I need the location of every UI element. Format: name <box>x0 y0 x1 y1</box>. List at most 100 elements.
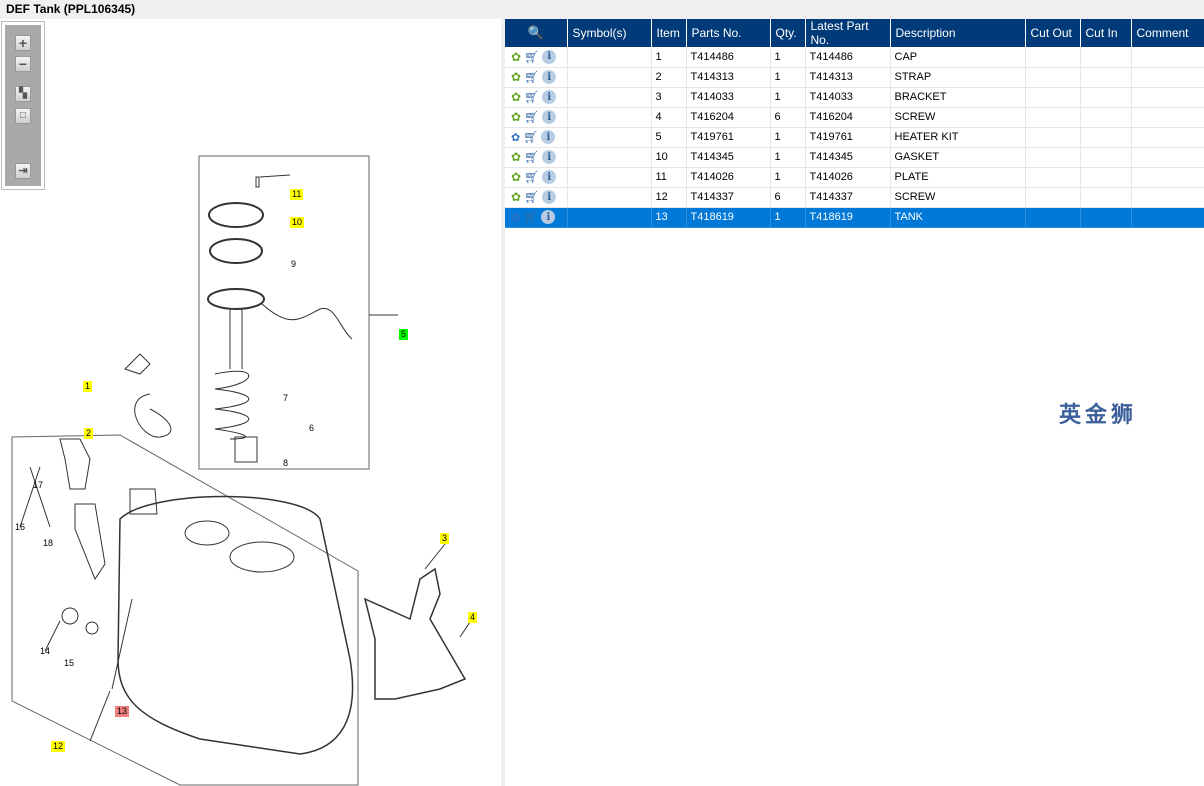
table-row[interactable]: ✿ 🛒︎ i 4 T416204 6 T416204 SCREW <box>505 107 1204 128</box>
latest-part-no-header[interactable]: Latest Part No. <box>805 19 891 47</box>
callout-label[interactable]: 1 <box>83 381 93 392</box>
cart-icon[interactable]: 🛒︎ <box>524 110 540 124</box>
gear-icon[interactable]: ✿ <box>511 190 522 204</box>
callout-label[interactable]: 17 <box>33 480 44 490</box>
table-row[interactable]: ✿ 🛒︎ i 1 T414486 1 T414486 CAP <box>505 47 1204 68</box>
cart-icon[interactable]: 🛒︎ <box>524 170 540 184</box>
part-number-cell: T418619 <box>686 207 771 228</box>
description-cell: SCREW <box>890 187 1026 208</box>
toggle-panel-icon[interactable]: ⇥ <box>15 163 31 179</box>
table-row[interactable]: ✿ 🛒︎ i 3 T414033 1 T414033 BRACKET <box>505 87 1204 108</box>
callout-label[interactable]: 6 <box>309 423 315 433</box>
info-icon[interactable]: i <box>542 190 557 204</box>
callout-label[interactable]: 4 <box>468 612 478 623</box>
kit-gears-icon[interactable]: ✿ <box>511 211 521 224</box>
table-row[interactable]: ✿ 🛒︎ i 5 T419761 1 T419761 HEATER KIT <box>505 127 1204 148</box>
search-icon[interactable]: 🔍 <box>527 25 544 40</box>
info-icon[interactable]: i <box>542 110 557 124</box>
description-header[interactable]: Description <box>890 19 1026 47</box>
latest-part-cell: T414033 <box>805 87 891 108</box>
info-icon[interactable]: i <box>542 70 557 84</box>
info-icon[interactable]: i <box>541 210 556 224</box>
gear-icon[interactable]: ✿ <box>511 49 522 64</box>
cut-in-cell <box>1080 147 1132 168</box>
parts-no-header[interactable]: Parts No. <box>686 19 771 47</box>
cut-in-cell <box>1080 67 1132 88</box>
gear-icon[interactable]: ✿ <box>511 90 522 104</box>
item-cell: 5 <box>651 127 687 148</box>
parts-diagram <box>11 155 471 786</box>
comment-cell <box>1131 127 1204 148</box>
info-icon[interactable]: i <box>542 49 557 64</box>
cut-out-cell <box>1025 127 1081 148</box>
gear-icon[interactable]: ✿ <box>511 110 522 124</box>
kit-gears-icon[interactable]: ✿ <box>511 131 521 144</box>
callout-label[interactable]: 12 <box>51 741 66 752</box>
search-column-header[interactable]: 🔍 <box>505 19 568 47</box>
cut-out-cell <box>1025 67 1081 88</box>
symbols-cell <box>567 127 652 148</box>
callout-label[interactable]: 7 <box>283 393 289 403</box>
diagram-panel[interactable]: 11 10 9 5 7 6 8 1 2 17 16 18 3 4 14 15 1… <box>0 19 501 786</box>
window-title: DEF Tank (PPL106345) <box>0 0 1204 19</box>
info-icon[interactable]: i <box>541 130 556 144</box>
callout-label[interactable]: 2 <box>84 428 94 439</box>
zoom-in-icon[interactable]: + <box>15 35 31 51</box>
info-icon[interactable]: i <box>542 170 557 184</box>
info-icon[interactable]: i <box>542 150 557 164</box>
callout-label[interactable]: 11 <box>290 189 304 200</box>
part-number-cell: T416204 <box>686 107 771 128</box>
cart-icon[interactable]: 🛒︎ <box>524 150 540 164</box>
description-cell: GASKET <box>890 147 1026 168</box>
cut-out-cell <box>1025 187 1081 208</box>
cut-in-cell <box>1080 207 1132 228</box>
callout-label[interactable]: 15 <box>64 658 75 668</box>
qty-cell: 1 <box>770 147 806 168</box>
callout-label[interactable]: 10 <box>290 217 305 228</box>
cut-out-header[interactable]: Cut Out <box>1025 19 1081 47</box>
cart-icon[interactable]: 🛒︎ <box>524 190 540 204</box>
callout-label[interactable]: 8 <box>283 458 289 468</box>
cart-icon[interactable]: 🛒︎ <box>524 70 540 84</box>
part-number-cell: T414486 <box>686 47 771 68</box>
fit-all-icon[interactable]: ▚ <box>15 86 31 102</box>
symbols-cell <box>567 67 652 88</box>
row-icons: ✿ 🛒︎ i <box>505 187 568 208</box>
table-row[interactable]: ✿ 🛒︎ i 13 T418619 1 T418619 TANK <box>505 207 1204 228</box>
part-number-cell: T414026 <box>686 167 771 188</box>
callout-label[interactable]: 18 <box>43 538 54 548</box>
latest-part-cell: T414345 <box>805 147 891 168</box>
callout-label[interactable]: 3 <box>440 533 450 544</box>
table-row[interactable]: ✿ 🛒︎ i 11 T414026 1 T414026 PLATE <box>505 167 1204 188</box>
cart-icon[interactable]: 🛒︎ <box>524 49 540 64</box>
zoom-out-icon[interactable]: − <box>15 56 31 72</box>
cut-in-header[interactable]: Cut In <box>1080 19 1132 47</box>
gear-icon[interactable]: ✿ <box>511 70 522 84</box>
gear-icon[interactable]: ✿ <box>511 150 522 164</box>
symbols-header[interactable]: Symbol(s) <box>567 19 652 47</box>
cart-icon[interactable]: 🛒︎ <box>523 130 539 144</box>
cart-icon[interactable]: 🛒︎ <box>524 90 540 104</box>
callout-label[interactable]: 13 <box>115 706 130 717</box>
cut-out-cell <box>1025 107 1081 128</box>
qty-header[interactable]: Qty. <box>770 19 806 47</box>
latest-part-cell: T419761 <box>805 127 891 148</box>
actual-size-icon[interactable]: □ <box>15 108 31 124</box>
item-header[interactable]: Item <box>651 19 687 47</box>
gear-icon[interactable]: ✿ <box>511 170 522 184</box>
callout-label[interactable]: 5 <box>399 329 409 340</box>
item-cell: 10 <box>651 147 687 168</box>
info-icon[interactable]: i <box>542 90 557 104</box>
table-row[interactable]: ✿ 🛒︎ i 2 T414313 1 T414313 STRAP <box>505 67 1204 88</box>
cut-out-cell <box>1025 167 1081 188</box>
cart-icon[interactable]: 🛒︎ <box>523 210 539 224</box>
table-row[interactable]: ✿ 🛒︎ i 12 T414337 6 T414337 SCREW <box>505 187 1204 208</box>
panel-splitter[interactable] <box>501 19 505 786</box>
table-row[interactable]: ✿ 🛒︎ i 10 T414345 1 T414345 GASKET <box>505 147 1204 168</box>
callout-label[interactable]: 9 <box>291 259 297 269</box>
part-number-cell: T419761 <box>686 127 771 148</box>
callout-label[interactable]: 16 <box>15 522 26 532</box>
comment-header[interactable]: Comment <box>1131 19 1204 47</box>
cut-in-cell <box>1080 47 1132 68</box>
callout-label[interactable]: 14 <box>40 646 51 656</box>
